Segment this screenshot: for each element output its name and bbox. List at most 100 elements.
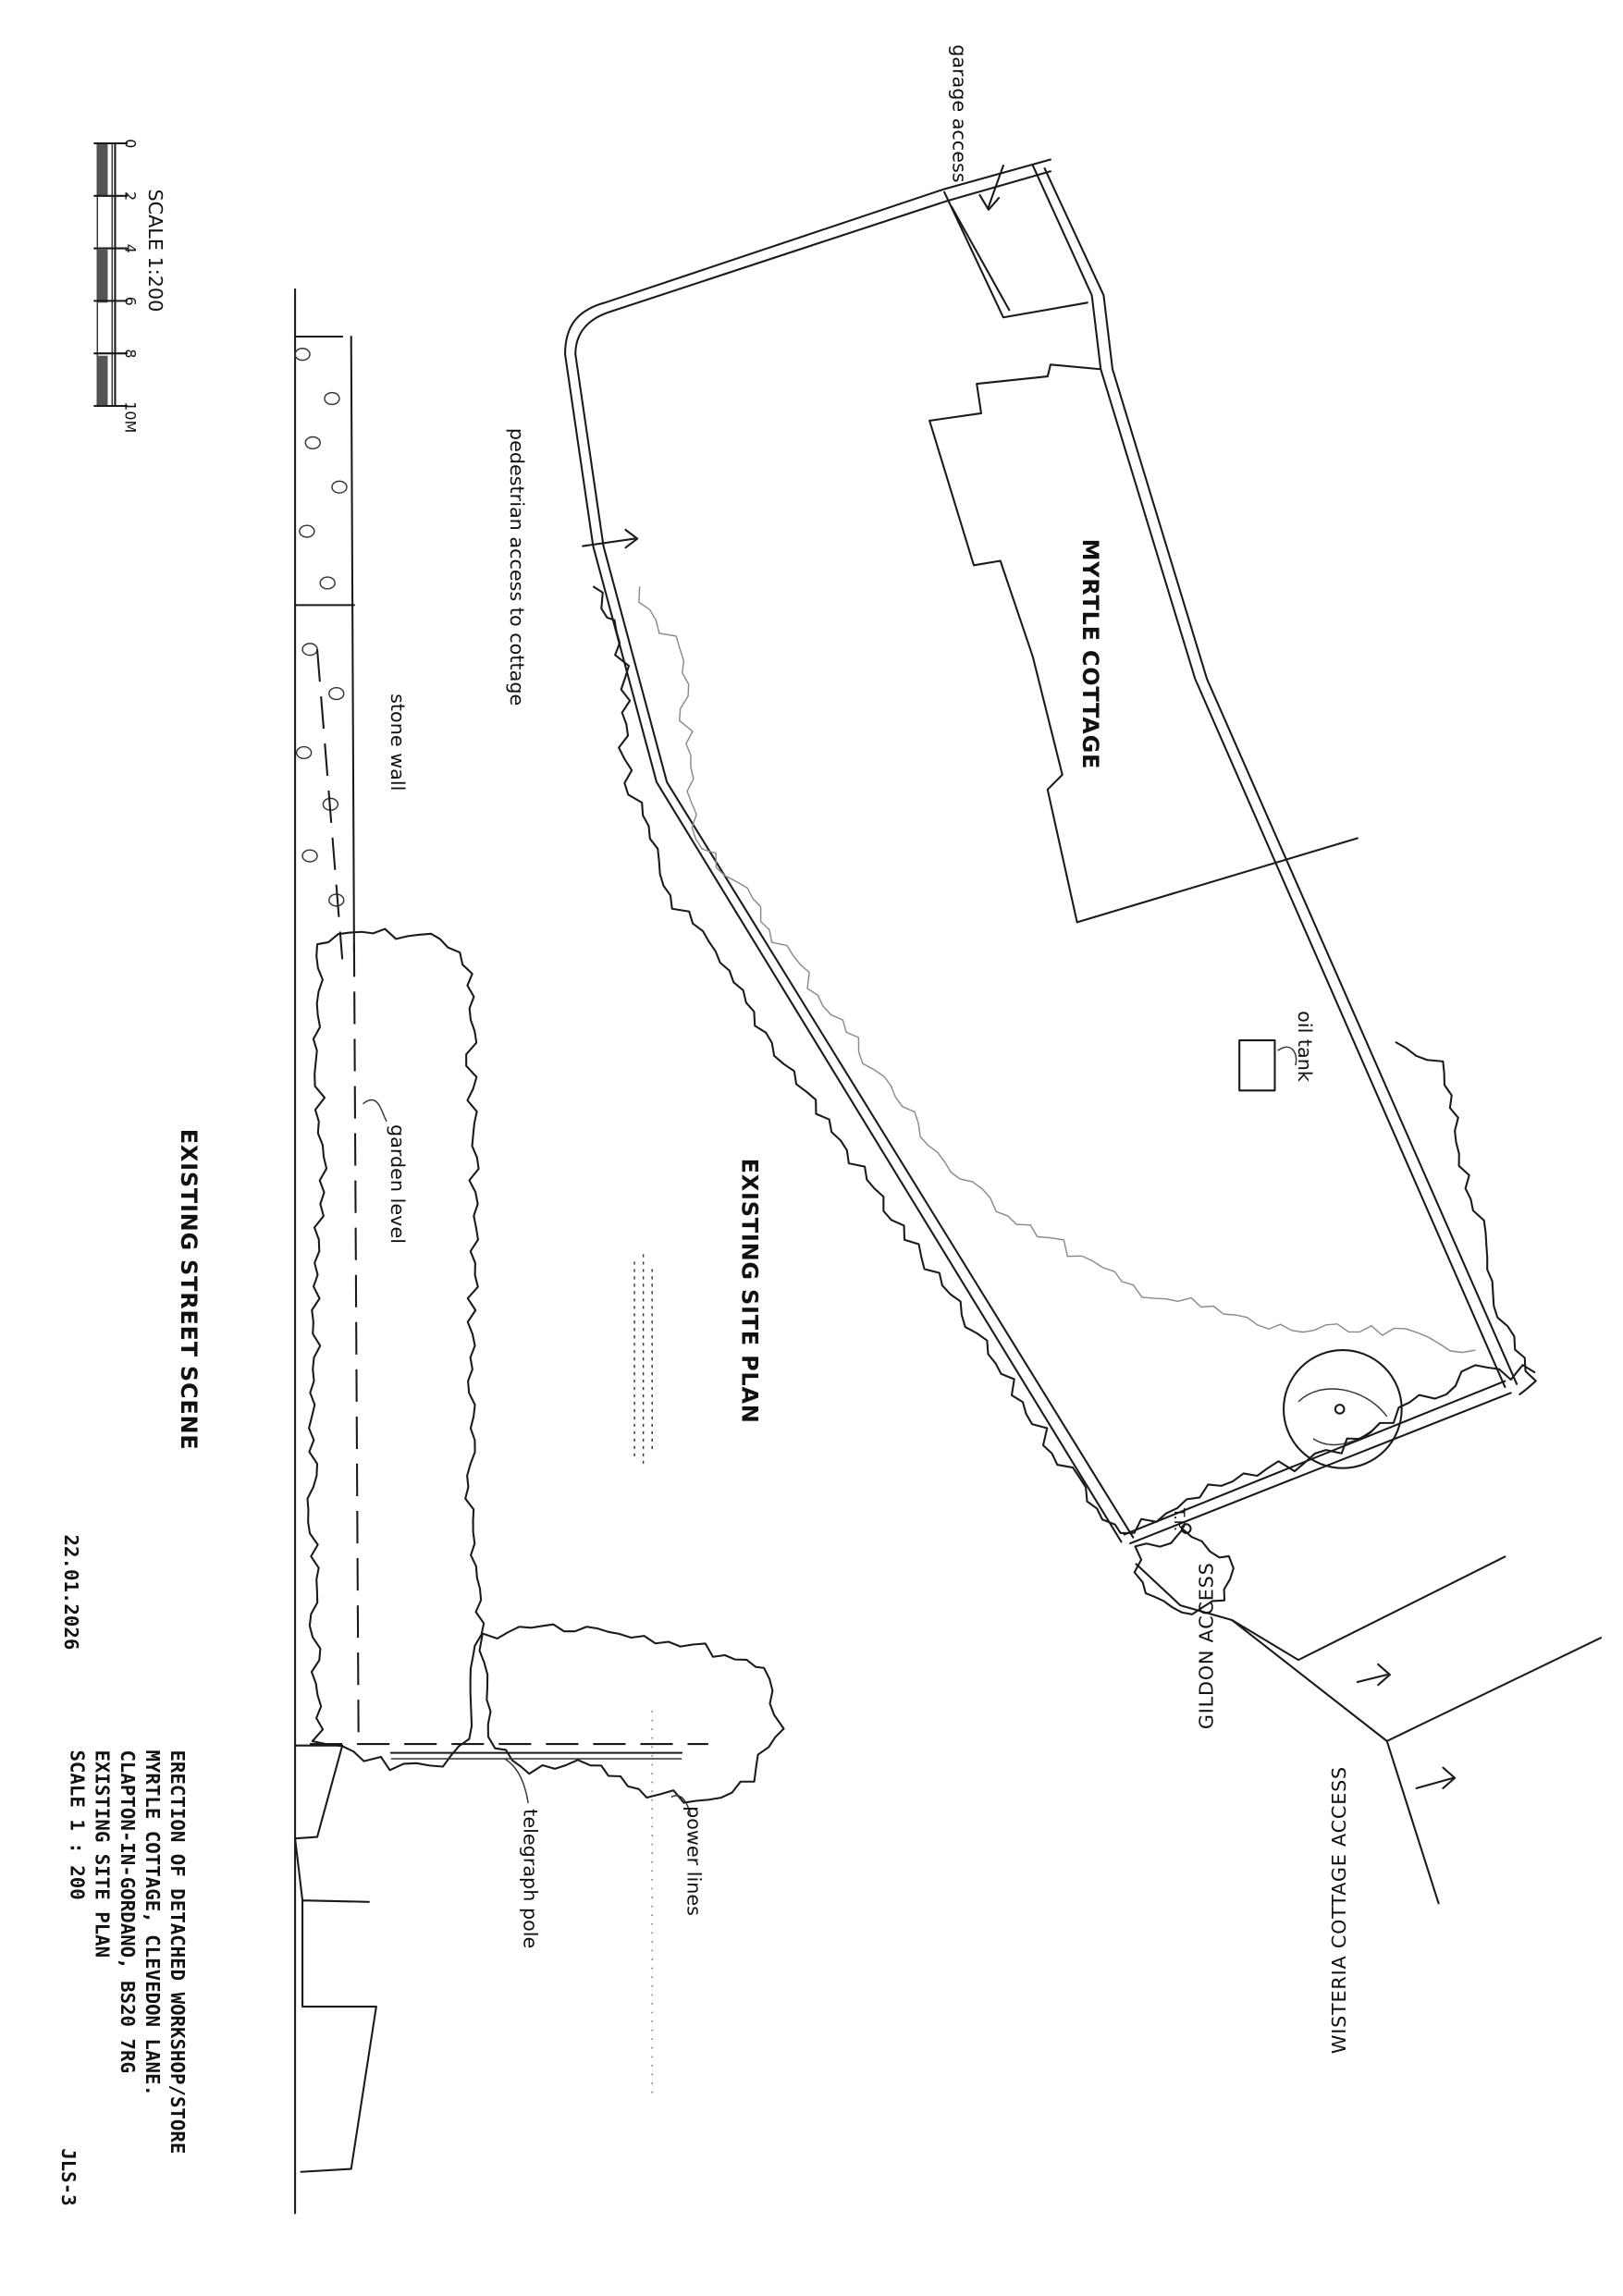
south-boundary xyxy=(1123,1380,1506,1536)
pedestrian-access-label: pedestrian access to cottage xyxy=(506,428,528,706)
access-lanes xyxy=(1135,1555,1603,1905)
oil-tank-label: oil tank xyxy=(1294,1011,1316,1082)
power-line-dot xyxy=(651,2029,654,2032)
power-line-dot xyxy=(651,1754,654,1757)
power-line-dot xyxy=(651,2002,654,2005)
power-line-dot xyxy=(651,1737,654,1739)
scale-bar-segment-dark xyxy=(97,142,108,197)
power-line-dot xyxy=(651,1914,654,1917)
garden-level-leader xyxy=(363,1099,387,1123)
telegraph-pole-plan-label: T.P. xyxy=(1171,1507,1188,1531)
power-line-dot xyxy=(651,1808,654,1811)
power-line-dot xyxy=(651,1994,654,1996)
oil-tank xyxy=(1238,1038,1276,1092)
scale-tick-label: 0 xyxy=(122,139,140,148)
oil-tank-leader xyxy=(1277,1046,1297,1066)
pedestrian-access-arrow xyxy=(582,528,639,549)
gildon-access-label: GILDON ACCESS xyxy=(1195,1562,1217,1729)
power-line-dot xyxy=(651,1967,654,1970)
power-line-dot xyxy=(651,1790,654,1793)
power-line-dot xyxy=(651,2082,654,2084)
power-line-dot xyxy=(651,2056,654,2058)
street-scene-title: EXISTING STREET SCENE xyxy=(176,1129,202,1451)
scan-artifact xyxy=(633,1254,653,1468)
stone-wall-label: stone wall xyxy=(387,694,409,791)
title-line-1: ERECTION OF DETACHED WORKSHOP/STORE xyxy=(166,1750,189,2154)
scale-tick-label: 2 xyxy=(122,191,140,201)
power-line-dot xyxy=(651,1835,654,1836)
plan-hedge-east xyxy=(1395,1041,1537,1395)
site-plan xyxy=(564,158,1603,1905)
title-line-2: MYRTLE COTTAGE, CLEVEDON LANE. xyxy=(141,1750,164,2096)
power-line-dot xyxy=(651,1976,654,1979)
power-line-dot xyxy=(651,1799,654,1801)
wall-stone xyxy=(301,849,318,863)
wall-stone xyxy=(295,745,313,760)
wall-stone xyxy=(328,687,345,701)
power-line-dot xyxy=(651,1746,654,1749)
garage-access-label: garage access xyxy=(949,44,971,182)
garden-level-label: garden level xyxy=(387,1124,409,1244)
power-lines-leader xyxy=(670,1795,692,1815)
wisteria-access-label: WISTERIA COTTAGE ACCESS xyxy=(1328,1766,1350,2054)
drawing-number: JLS-3 xyxy=(57,2148,80,2205)
garage xyxy=(943,190,1088,319)
wall-stone xyxy=(294,348,311,362)
power-line-dot xyxy=(651,1852,654,1855)
garage-access-arrow xyxy=(978,164,1004,211)
scale-bar-segment-dark xyxy=(97,249,108,303)
power-line-dot xyxy=(651,1940,654,1943)
power-line-dot xyxy=(651,2020,654,2022)
site-plan-title: EXISTING SITE PLAN xyxy=(737,1159,763,1424)
scale-tick-label: 10M xyxy=(122,401,140,433)
power-line-dot xyxy=(651,1897,654,1898)
street-scene xyxy=(294,288,785,2215)
scale-bar-title: SCALE 1:200 xyxy=(144,189,166,312)
power-line-dot xyxy=(651,2064,654,2067)
power-line-dot xyxy=(651,1949,654,1952)
drawing-date: 22.01.2026 xyxy=(60,1535,82,1651)
tree-canopy xyxy=(1283,1349,1403,1469)
scale-tick-label: 8 xyxy=(122,349,140,358)
telegraph-pole-leader xyxy=(504,1758,529,1803)
myrtle-cottage-building xyxy=(928,363,1359,924)
plan-hedge-outer xyxy=(638,586,1476,1354)
power-line-dot xyxy=(651,1932,654,1934)
power-line-dot xyxy=(651,1825,654,1828)
power-line-dot xyxy=(651,1728,654,1731)
wall-stone xyxy=(319,576,336,590)
west-boundary xyxy=(564,353,1123,1543)
plan-bush-southwest xyxy=(1133,1528,1235,1615)
garden-level-line xyxy=(352,944,360,1741)
scale-bar-segment-dark xyxy=(97,355,108,406)
street-boundary xyxy=(294,1744,377,2173)
wall-stone xyxy=(324,391,340,406)
title-line-3: CLAPTON-IN-GORDANO, BS20 7RG xyxy=(117,1750,139,2073)
wall-stone xyxy=(304,436,321,449)
power-line-dot xyxy=(651,1887,654,1890)
tree-trunk xyxy=(1334,1404,1346,1415)
power-line-dot xyxy=(651,2046,654,2049)
telegraph-pole-label: telegraph pole xyxy=(519,1809,541,1948)
power-line-dot xyxy=(651,1922,654,1925)
power-line-dot xyxy=(651,1958,654,1960)
power-line-dot xyxy=(651,1984,654,1987)
power-line-dot xyxy=(651,1860,654,1863)
wall-stone xyxy=(299,524,315,538)
power-line-dot xyxy=(651,2038,654,2041)
building-label: MYRTLE COTTAGE xyxy=(1077,539,1103,770)
power-line-dot xyxy=(651,2073,654,2076)
east-boundary xyxy=(1031,164,1506,1389)
title-block: ERECTION OF DETACHED WORKSHOP/STORE MYRT… xyxy=(67,1750,189,2154)
north-boundary xyxy=(564,158,1052,356)
power-line-dot xyxy=(651,1719,654,1722)
wisteria-access-arrow xyxy=(1415,1766,1457,1789)
title-line-4: EXISTING SITE PLAN xyxy=(92,1750,114,1958)
wall-stone xyxy=(301,643,318,657)
power-line-dot xyxy=(651,1905,654,1908)
power-line-dot xyxy=(651,1816,654,1819)
stone-wall xyxy=(294,335,355,953)
power-line-dot xyxy=(651,1711,654,1713)
